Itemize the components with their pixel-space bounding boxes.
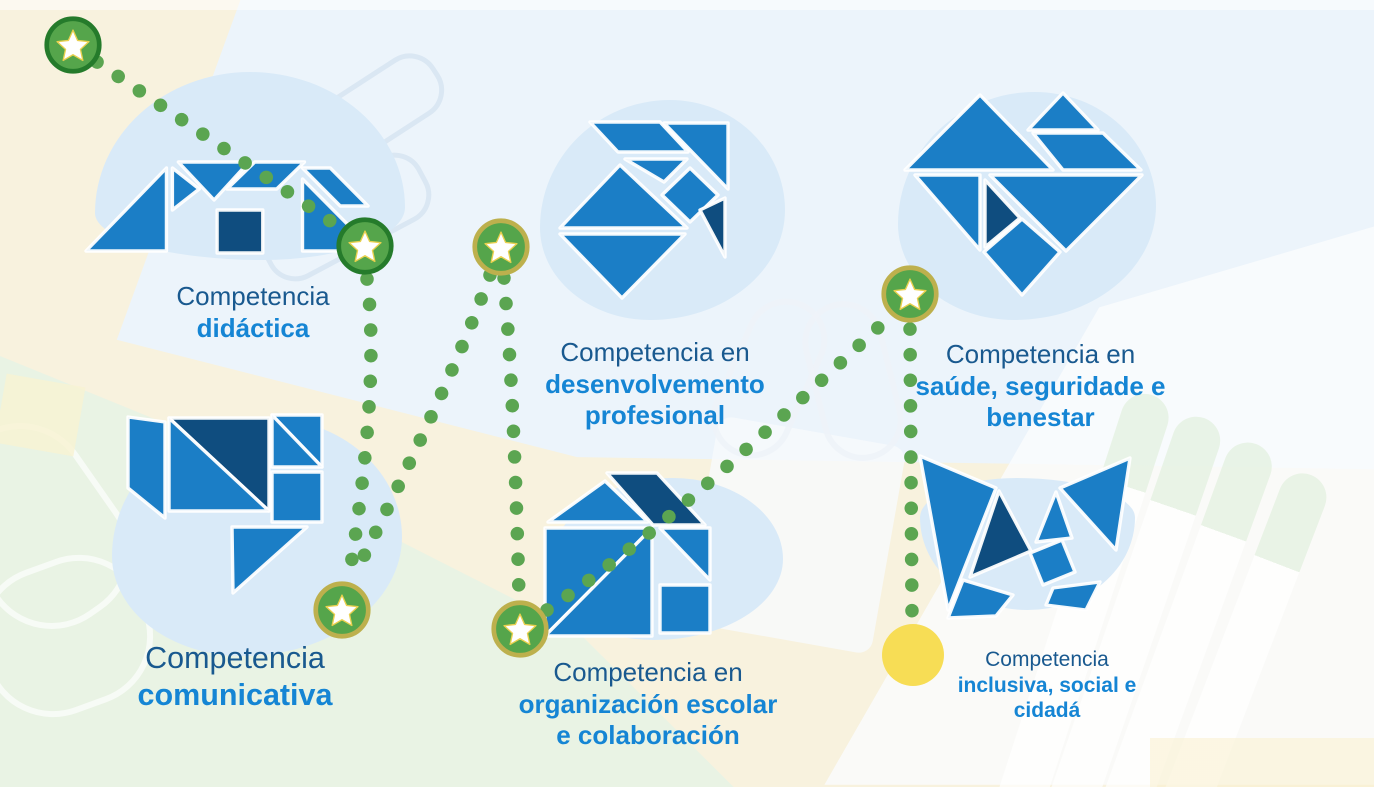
- house-tangram-icon: [543, 470, 713, 640]
- heart-tangram-icon: [900, 88, 1145, 300]
- bottom-edge-strip: [0, 787, 1374, 809]
- bridge-tangram-icon: [84, 148, 376, 256]
- competency-label-saude: Competencia en saúde, seguridade e benes…: [888, 339, 1193, 434]
- star-icon: [313, 581, 371, 639]
- label-prefix: Competencia en: [553, 657, 743, 687]
- competency-label-desenvolvemento: Competencia en desenvolvemento profesion…: [500, 337, 810, 432]
- label-highlight: saúde, seguridade e: [915, 370, 1166, 401]
- paper-edge: [1150, 738, 1374, 788]
- trail-segment: [903, 322, 919, 621]
- competency-label-organizacion: Competencia en organización escolar e co…: [483, 657, 813, 752]
- star-badge: [312, 580, 372, 640]
- speech-bubble-tangram-icon: [125, 413, 325, 598]
- star-badge: [335, 216, 395, 276]
- label-highlight: inclusiva, social e: [957, 673, 1137, 697]
- trail-end-marker: [882, 624, 944, 686]
- star-badge: [880, 264, 940, 324]
- competency-label-inclusiva: Competencia inclusiva, social e cidadá: [928, 647, 1166, 724]
- trail-segment: [540, 316, 890, 617]
- label-highlight: comunicativa: [137, 678, 333, 713]
- trail-segment: [349, 268, 497, 579]
- star-badge: [471, 217, 531, 277]
- label-prefix: Competencia en: [945, 339, 1136, 369]
- star-icon: [472, 218, 530, 276]
- butterfly-tangram-icon: [918, 450, 1133, 625]
- competency-label-comunicativa: Competencia comunicativa: [85, 640, 385, 714]
- label-highlight: didáctica: [196, 312, 310, 343]
- label-highlight: benestar: [986, 402, 1095, 433]
- label-highlight: profesional: [584, 400, 726, 431]
- star-badge: [490, 599, 550, 659]
- star-icon: [336, 217, 394, 275]
- star-icon: [44, 16, 102, 74]
- label-highlight: desenvolvemento: [545, 368, 765, 399]
- top-edge-strip: [0, 0, 1374, 10]
- label-prefix: Competencia: [145, 641, 325, 675]
- label-prefix: Competencia: [176, 281, 330, 311]
- star-badge: [43, 15, 103, 75]
- competency-label-didactica: Competencia didáctica: [118, 281, 388, 344]
- label-highlight: organización escolar: [518, 688, 778, 719]
- trail-segment: [497, 271, 526, 603]
- label-highlight: cidadá: [1013, 699, 1081, 723]
- trail-segment: [342, 272, 378, 585]
- trail-segment: [90, 55, 352, 238]
- star-icon: [491, 600, 549, 658]
- star-icon: [881, 265, 939, 323]
- label-prefix: Competencia en: [560, 337, 750, 367]
- label-highlight: e colaboración: [556, 720, 740, 751]
- bird-tangram-icon: [555, 115, 755, 305]
- label-prefix: Competencia: [985, 648, 1109, 671]
